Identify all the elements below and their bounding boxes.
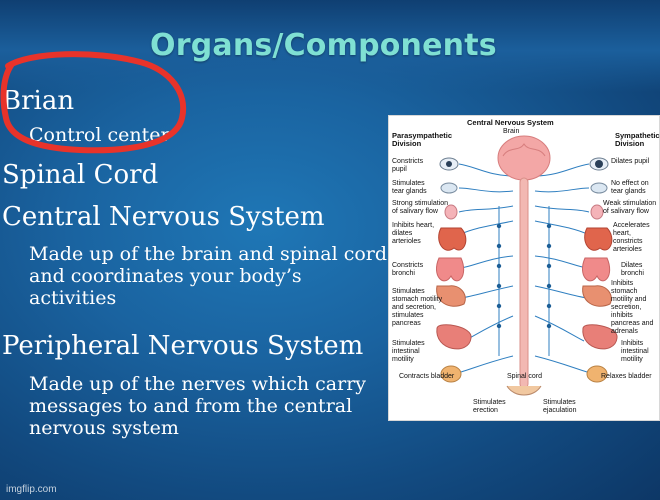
parasympathetic-title: Parasympathetic Division [392,131,453,148]
symp-label-pupil: Dilates pupil [611,158,650,165]
para-label-tear: Stimulates tear glands [392,180,427,195]
symp-label-stomach: Inhibits stomach motility and secretion,… [611,280,654,335]
bullet-pns: Peripheral Nervous System [2,331,364,361]
sympathetic-title: Sympathetic Division [615,131,660,148]
right-organs [582,157,618,383]
bullet-brain: Brian [2,86,75,116]
diagram-title: Central Nervous System [467,118,554,127]
slide-title: Organs/Components [150,28,497,63]
para-label-stomach: Stimulates stomach motility and secretio… [392,288,443,327]
symp-label-tear: No effect on tear glands [611,180,649,195]
sub-bullet-pns: Made up of the nerves which carry messag… [29,373,374,439]
para-label-saliva: Strong stimulation of salivary flow [392,200,449,215]
para-label-bronchi: Constricts bronchi [392,262,424,277]
para-label-pupil: Constricts pupil [392,158,424,173]
symp-label-bladder: Relaxes bladder [601,373,652,380]
left-organs [436,157,472,383]
bullet-cns: Central Nervous System [2,202,325,232]
symp-label-heart: Accelerates heart, constricts arterioles [613,222,650,253]
spinal-cord-shape [519,177,529,389]
brain-shape [497,135,551,181]
title-band [0,0,660,92]
nervous-system-diagram: Central Nervous System Brain Parasympath… [388,115,660,421]
imgflip-watermark: imgflip.com [6,484,57,495]
label-erection: Stimulates erection [473,399,506,414]
red-hand-drawn-circle [0,51,187,154]
ganglia [496,223,552,329]
spinal-cord-label: Spinal cord [507,373,543,380]
pns-description: Made up of the nerves which carry messag… [29,373,367,439]
symp-label-intestine: Inhibits intestinal motility [621,340,649,363]
brain-label: Brain [503,128,520,135]
sub-bullet-control-center: Control center [29,124,170,146]
symp-label-saliva: Weak stimulation of salivary flow [603,200,657,215]
cns-description: Made up of the brain and spinal cord and… [29,243,388,309]
para-label-bladder: Contracts bladder [399,373,455,380]
symp-label-bronchi: Dilates bronchi [621,262,644,277]
label-ejaculation: Stimulates ejaculation [543,399,577,414]
para-label-intestine: Stimulates intestinal motility [392,340,425,363]
sub-bullet-cns: Made up of the brain and spinal cord and… [29,243,389,309]
diagram-illustration [436,135,618,396]
para-label-heart: Inhibits heart, dilates arterioles [392,222,435,245]
bullet-spinal-cord: Spinal Cord [2,160,159,190]
